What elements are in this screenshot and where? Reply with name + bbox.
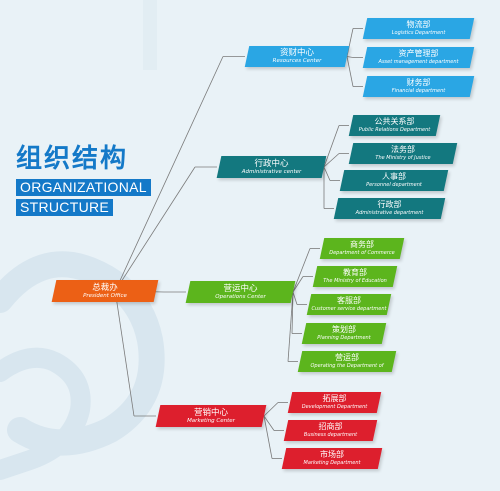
- node-administrative-center: 行政中心 Administrative center: [216, 156, 327, 178]
- node-customer-service-department: 客服部 Customer service department: [306, 294, 392, 315]
- node-development-department: 拓展部 Development Department: [287, 392, 382, 413]
- node-label-en: Business department: [303, 432, 358, 438]
- node-label-cn: 物流部: [406, 20, 431, 29]
- node-financial-department: 财务部 Financial department: [362, 76, 475, 97]
- node-label-cn: 公共关系部: [374, 117, 415, 126]
- node-ministry-of-justice: 法务部 The Ministry of Justice: [348, 143, 458, 164]
- node-label-cn: 行政部: [377, 200, 402, 209]
- node-resources-center: 资财中心 Resources Center: [244, 46, 350, 67]
- node-label-en: Administrative center: [241, 168, 302, 175]
- node-operations-center: 营运中心 Operations Center: [185, 281, 296, 303]
- page-title: 组织结构: [16, 144, 129, 174]
- node-public-relations-department: 公共关系部 Public Relations Department: [348, 115, 441, 136]
- connector-center-to-department: [346, 56, 354, 87]
- node-label-cn: 总裁办: [92, 282, 118, 293]
- connector-center-to-department: [263, 415, 273, 459]
- connector-root-to-center: [114, 166, 196, 292]
- node-label-cn: 财务部: [406, 78, 431, 87]
- page-subtitle-line-1: ORGANIZATIONAL: [16, 179, 151, 196]
- node-label-cn: 策划部: [332, 325, 356, 334]
- connector-center-to-department: [292, 248, 311, 293]
- connector-root-to-center: [114, 290, 135, 417]
- node-label-en: Department of Commerce: [329, 250, 395, 256]
- connector-center-to-department: [287, 291, 294, 362]
- node-business-department: 招商部 Business department: [283, 420, 378, 441]
- connector-center-to-department: [323, 153, 340, 168]
- node-label-en: Financial department: [391, 88, 446, 94]
- node-label-en: Asset management department: [378, 59, 459, 65]
- node-planning-department: 策划部 Planning Department: [301, 323, 387, 344]
- connector-center-to-department: [263, 415, 275, 431]
- connector-center-to-department: [346, 28, 354, 57]
- node-label-cn: 市场部: [320, 450, 344, 459]
- node-label-en: Logistics Department: [391, 30, 446, 36]
- node-label-cn: 客服部: [337, 296, 361, 305]
- node-label-en: Marketing Department: [303, 460, 361, 466]
- node-personnel-department: 人事部 Personnel department: [339, 170, 449, 191]
- node-label-en: Administrative department: [355, 210, 424, 216]
- node-label-en: Planning Department: [317, 335, 371, 341]
- node-label-cn: 商务部: [350, 240, 374, 249]
- node-department-of-commerce: 商务部 Department of Commerce: [319, 238, 405, 259]
- page-subtitle-line-2: STRUCTURE: [16, 199, 114, 216]
- node-label-cn: 拓展部: [322, 394, 347, 403]
- connector-center-to-department: [292, 276, 304, 293]
- node-label-cn: 营运部: [335, 353, 359, 362]
- node-administrative-department: 行政部 Administrative department: [333, 198, 446, 219]
- node-label-en: Personnel department: [366, 182, 422, 188]
- connector-center-to-department: [346, 56, 354, 58]
- node-marketing-department: 市场部 Marketing Department: [281, 448, 383, 469]
- node-label-cn: 法务部: [391, 145, 415, 154]
- node-logistics-department: 物流部 Logistics Department: [362, 18, 475, 39]
- node-operating-department: 营运部 Operating the Department of: [297, 351, 397, 372]
- node-label-cn: 营销中心: [193, 407, 228, 418]
- connector-center-to-department: [263, 402, 279, 417]
- node-president-office: 总裁办 President Office: [51, 280, 159, 302]
- connector-root-to-center: [114, 56, 224, 292]
- node-label-cn: 资产管理部: [398, 49, 439, 58]
- node-label-en: Operating the Department of: [310, 363, 384, 369]
- node-label-cn: 人事部: [382, 172, 406, 181]
- node-label-en: The Ministry of Justice: [375, 155, 431, 161]
- node-label-en: Development Department: [301, 404, 368, 410]
- node-marketing-center: 营销中心 Marketing Center: [155, 405, 267, 427]
- node-label-en: Customer service department: [311, 306, 387, 312]
- connector-center-to-department: [292, 291, 298, 305]
- node-label-en: President Office: [83, 292, 127, 299]
- connector-center-to-department: [323, 125, 340, 168]
- node-label-en: Operations Center: [215, 293, 266, 300]
- node-label-cn: 行政中心: [254, 158, 289, 169]
- node-label-cn: 营运中心: [223, 283, 258, 294]
- node-label-cn: 资财中心: [279, 48, 314, 58]
- node-label-cn: 教育部: [343, 268, 367, 277]
- node-label-en: Resources Center: [272, 58, 322, 64]
- node-label-en: Public Relations Department: [358, 127, 431, 133]
- node-label-en: Marketing Center: [187, 417, 235, 424]
- node-ministry-of-education: 教育部 The Ministry of Education: [312, 266, 398, 287]
- node-label-cn: 招商部: [318, 422, 343, 431]
- node-asset-management-department: 资产管理部 Asset management department: [362, 47, 475, 68]
- connector-center-to-department: [323, 166, 331, 181]
- node-label-en: The Ministry of Education: [323, 278, 387, 284]
